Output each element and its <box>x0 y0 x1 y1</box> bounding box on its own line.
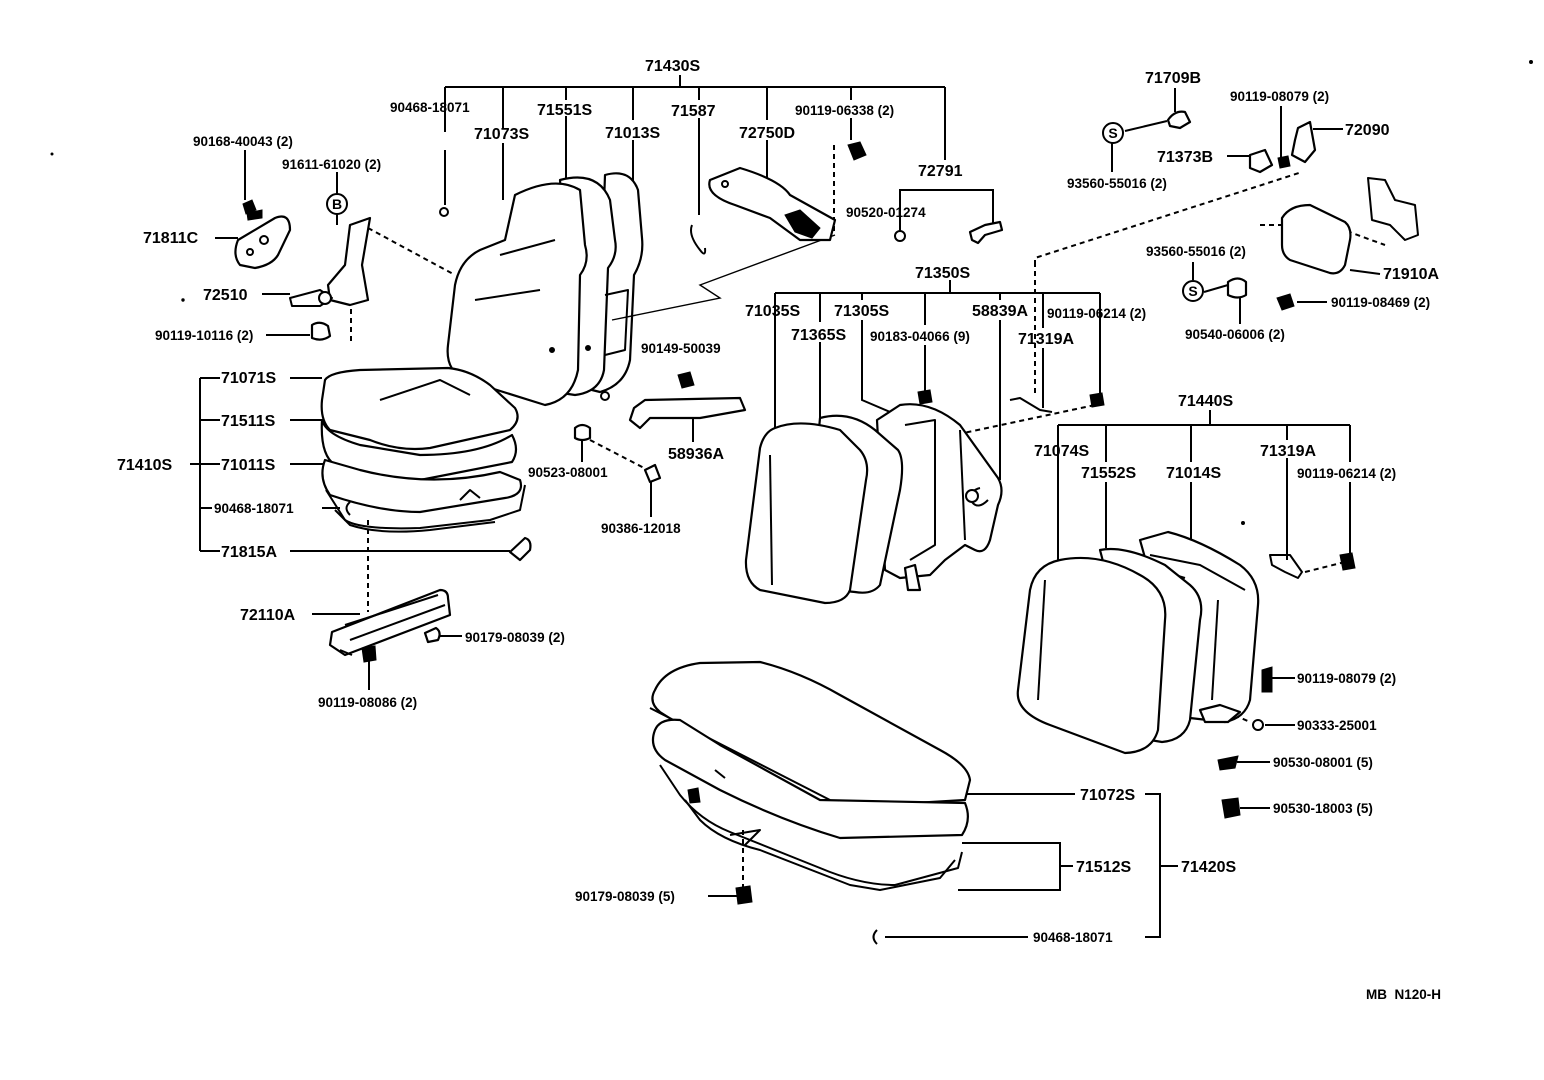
label-58936A: 58936A <box>668 446 724 463</box>
label-90179-08039-b: 90179-08039 (5) <box>575 889 675 904</box>
label-71587: 71587 <box>671 103 716 120</box>
label-71811C: 71811C <box>143 230 199 247</box>
label-90149-50039: 90149-50039 <box>641 341 721 356</box>
label-90119-08079-b: 90119-08079 (2) <box>1297 671 1396 686</box>
label-71440S: 71440S <box>1178 393 1233 410</box>
label-90520-01274: 90520-01274 <box>846 205 926 220</box>
label-90168-40043: 90168-40043 (2) <box>193 134 293 149</box>
label-71035S: 71035S <box>745 303 800 320</box>
label-93560-55016-b: 93560-55016 (2) <box>1146 244 1246 259</box>
label-71410S: 71410S <box>117 457 172 474</box>
label-90119-08086: 90119-08086 (2) <box>318 695 417 710</box>
label-71071S: 71071S <box>221 370 276 387</box>
label-71709B: 71709B <box>1145 70 1201 87</box>
circle-b-text: B <box>332 196 342 212</box>
label-90540-06006: 90540-06006 (2) <box>1185 327 1285 342</box>
label-90119-08469: 90119-08469 (2) <box>1331 295 1430 310</box>
label-72510: 72510 <box>203 287 248 304</box>
label-90333-25001: 90333-25001 <box>1297 718 1377 733</box>
label-71430S: 71430S <box>645 58 700 75</box>
label-90468-18071-c: 90468-18071 <box>1033 930 1113 945</box>
circle-s-text: S <box>1188 283 1197 299</box>
label-90530-08001: 90530-08001 (5) <box>1273 755 1373 770</box>
label-71365S: 71365S <box>791 327 846 344</box>
label-71072S: 71072S <box>1080 787 1135 804</box>
label-71373B: 71373B <box>1157 149 1213 166</box>
label-71512S: 71512S <box>1076 859 1131 876</box>
label-90119-06214-b: 90119-06214 (2) <box>1297 466 1396 481</box>
label-90468-18071-b: 90468-18071 <box>214 501 294 516</box>
rear-seat-back-right <box>1016 530 1303 755</box>
label-90530-18003: 90530-18003 (5) <box>1273 801 1373 816</box>
label-71815A: 71815A <box>221 544 277 561</box>
symbol-circle-b: B <box>326 193 348 215</box>
rear-seat-back-left <box>744 389 1053 605</box>
seat-track <box>328 588 452 663</box>
circle-s-text: S <box>1108 125 1117 141</box>
upper-small-parts <box>439 141 1004 255</box>
label-90119-08079-a: 90119-08079 (2) <box>1230 89 1329 104</box>
label-71073S: 71073S <box>474 126 529 143</box>
front-seat-cushion <box>320 366 532 562</box>
label-90468-18071-a: 90468-18071 <box>390 100 470 115</box>
recliner-parts <box>234 199 372 341</box>
label-91611-61020: 91611-61020 (2) <box>282 157 381 172</box>
label-72110A: 72110A <box>240 607 296 624</box>
seat-belt-bracket <box>573 371 747 484</box>
label-58839A: 58839A <box>972 303 1028 320</box>
rear-seat-cushion <box>649 660 972 891</box>
label-90119-06214-a: 90119-06214 (2) <box>1047 306 1146 321</box>
label-71910A: 71910A <box>1383 266 1439 283</box>
label-71074S: 71074S <box>1034 443 1089 460</box>
diagram-reference-code: MB N120-H <box>1366 987 1441 1002</box>
label-71319A-a: 71319A <box>1018 331 1074 348</box>
label-71552S: 71552S <box>1081 465 1136 482</box>
label-90523-08001: 90523-08001 <box>528 465 608 480</box>
label-71013S: 71013S <box>605 125 660 142</box>
label-71420S: 71420S <box>1181 859 1236 876</box>
label-71350S: 71350S <box>915 265 970 282</box>
label-71014S: 71014S <box>1166 465 1221 482</box>
symbol-circle-s-2: S <box>1182 280 1204 302</box>
label-90386-12018: 90386-12018 <box>601 521 681 536</box>
label-71305S: 71305S <box>834 303 889 320</box>
label-90183-04066: 90183-04066 (9) <box>870 329 970 344</box>
symbol-circle-s-1: S <box>1102 122 1124 144</box>
label-71551S: 71551S <box>537 102 592 119</box>
label-90119-06338: 90119-06338 (2) <box>795 103 894 118</box>
front-seat-back <box>446 172 836 407</box>
label-71511S: 71511S <box>221 413 276 430</box>
part-labels: 71430S 90468-18071 71073S 71551S 71013S … <box>117 58 1441 1002</box>
label-72750D: 72750D <box>739 125 795 142</box>
label-72090: 72090 <box>1345 122 1390 139</box>
label-71319A-b: 71319A <box>1260 443 1316 460</box>
label-90179-08039-a: 90179-08039 (2) <box>465 630 565 645</box>
label-72791: 72791 <box>918 163 963 180</box>
scan-dots <box>50 60 1533 525</box>
right-small-parts <box>345 110 1419 945</box>
label-93560-55016-a: 93560-55016 (2) <box>1067 176 1167 191</box>
label-90119-10116: 90119-10116 (2) <box>155 328 253 343</box>
label-71011S: 71011S <box>221 457 276 474</box>
